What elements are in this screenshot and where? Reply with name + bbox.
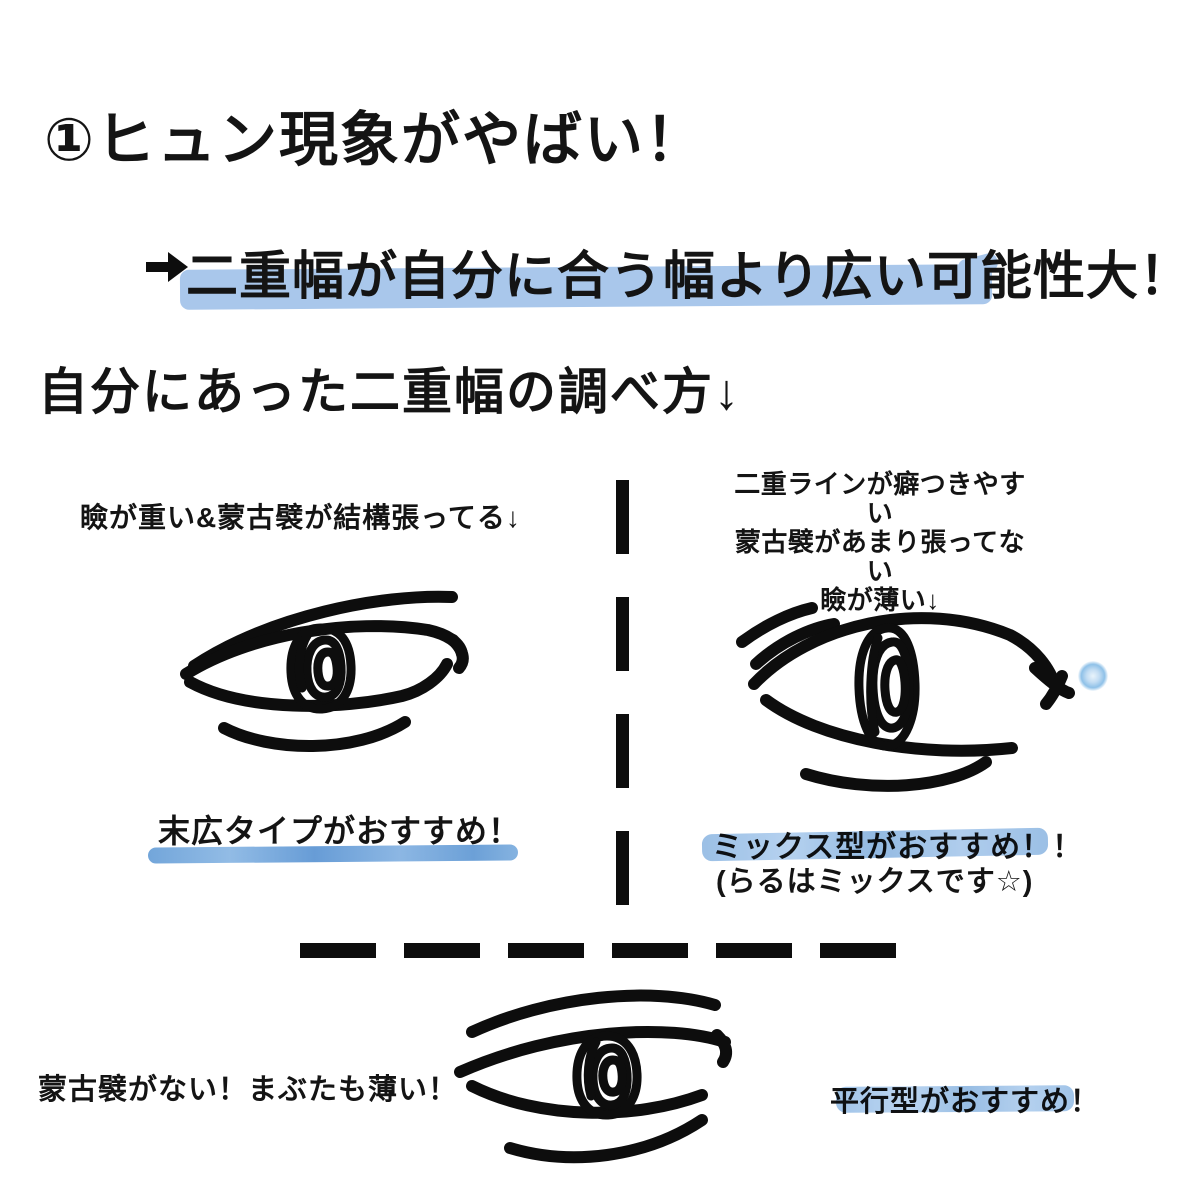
bottom-eye-condition-label: 蒙古襞がない！まぶたも薄い！ [38, 1074, 459, 1106]
right-arrow-icon [146, 250, 188, 284]
right-eye-drawing [720, 580, 1140, 810]
left-eye-drawing [150, 570, 570, 790]
horizontal-dashed-divider [300, 943, 897, 958]
page-title: ①ヒュン現象がやばい！ [44, 107, 706, 173]
bottom-eye-drawing [420, 980, 820, 1200]
right-condition-line-3: 瞼が薄い↓ [820, 585, 940, 615]
section-heading: 自分にあった二重幅の調べ方↓ [38, 364, 741, 420]
right-condition-line-2: 蒙古襞があまり張ってない [734, 527, 1026, 586]
vertical-dashed-divider [616, 480, 629, 948]
subtitle: 二重幅が自分に合う幅より広い可能性大！ [186, 248, 1192, 306]
right-condition-line-1: 二重ラインが癖つきやすい [734, 469, 1026, 528]
bottom-recommendation-highlight-marker [835, 1085, 1075, 1113]
blue-glow-dot [1078, 661, 1108, 691]
right-recommendation-note: (らるはミックスです☆) [716, 866, 1034, 898]
left-eye-condition-label: 瞼が重い&蒙古襞が結構張ってる↓ [80, 502, 521, 533]
right-eye-condition-label: 二重ラインが癖つきやすい 蒙古襞があまり張ってない 瞼が薄い↓ [732, 470, 1028, 615]
left-recommendation: 末広タイプがおすすめ！ [158, 813, 522, 849]
